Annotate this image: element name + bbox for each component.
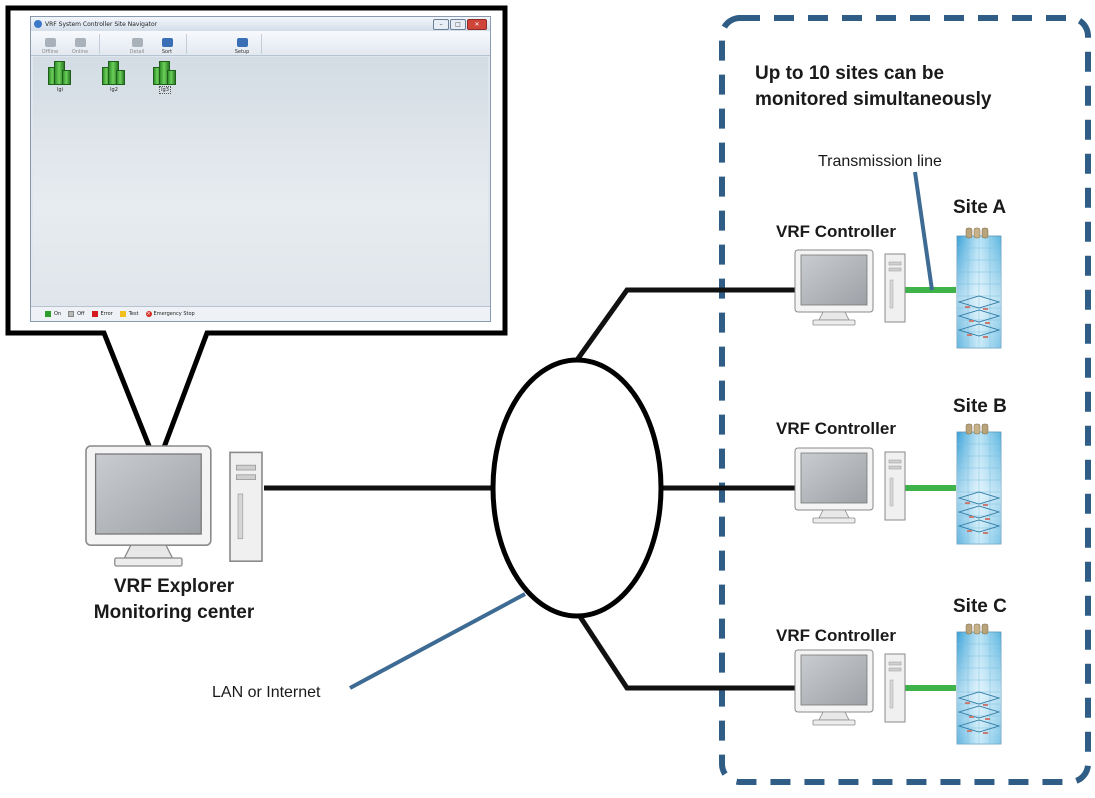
remote-note-line2: monitored simultaneously [755, 89, 992, 110]
site-b-building [956, 423, 1002, 545]
legend-test: Test [119, 311, 139, 317]
site-a-building [956, 227, 1002, 349]
sort-icon [161, 38, 173, 47]
setup-icon [236, 38, 248, 47]
sort-button[interactable]: Sort [152, 33, 182, 55]
site-icon-2[interactable]: lg2 [99, 59, 129, 93]
site-a-controller-pc [794, 249, 906, 326]
transmission-lines [903, 287, 956, 691]
transmission-line-label: Transmission line [818, 153, 942, 170]
site-c-controller-label: VRF Controller [776, 626, 896, 645]
minimize-button[interactable]: – [433, 18, 449, 30]
legend-on: On [45, 311, 61, 317]
network-lines [264, 287, 798, 691]
test-swatch [119, 311, 126, 317]
site-a-label: Site A [953, 197, 1007, 218]
monitoring-center-pc [85, 445, 263, 567]
error-swatch [91, 311, 98, 317]
emergency-stop-icon: × [145, 311, 152, 317]
window-toolbar: Offline Online Detail Sort Setup [31, 31, 490, 56]
site-b-controller-pc [794, 447, 906, 524]
site-navigator-window: VRF System Controller Site Navigator – □… [30, 16, 491, 322]
lan-pointer-line [349, 592, 526, 690]
online-button[interactable]: Online [65, 33, 95, 55]
maximize-button[interactable]: □ [450, 18, 466, 30]
remote-note-line1: Up to 10 sites can be [755, 63, 945, 84]
site-a-controller-label: VRF Controller [776, 222, 896, 241]
offline-icon [44, 38, 56, 47]
on-swatch [45, 311, 51, 317]
building-icon [153, 59, 177, 85]
site-c-building [956, 623, 1002, 745]
transmission-pointer-line [913, 171, 934, 291]
legend-error: Error [91, 311, 113, 317]
off-swatch [68, 311, 75, 317]
legend-off: Off [68, 311, 85, 317]
detail-icon [131, 38, 143, 47]
center-subtitle: Monitoring center [93, 602, 255, 623]
site-b-label: Site B [953, 396, 1007, 417]
remote-sites-boundary [719, 15, 1091, 785]
status-legend: On Off Error Test × Emergency Stop [31, 306, 490, 321]
site-icon-3[interactable]: lg3 [150, 59, 180, 94]
site-c-label: Site C [953, 596, 1007, 617]
site-c-controller-pc [794, 649, 906, 726]
offline-button[interactable]: Offline [35, 33, 65, 55]
window-titlebar: VRF System Controller Site Navigator – □… [31, 17, 490, 31]
app-icon [34, 20, 42, 28]
site-icon-area: lgi lg2 lg3 [33, 57, 488, 307]
network-cloud [490, 357, 664, 619]
online-icon [74, 38, 86, 47]
building-icon [48, 59, 72, 85]
detail-button[interactable]: Detail [122, 33, 152, 55]
close-button[interactable]: ✕ [467, 18, 487, 30]
lan-label: LAN or Internet [212, 684, 321, 701]
setup-button[interactable]: Setup [227, 33, 257, 55]
building-icon [102, 59, 126, 85]
window-title: VRF System Controller Site Navigator [45, 20, 158, 28]
site-b-controller-label: VRF Controller [776, 419, 896, 438]
site-icon-1[interactable]: lgi [45, 59, 75, 93]
center-title: VRF Explorer [113, 576, 235, 597]
legend-emergency-stop: × Emergency Stop [145, 311, 195, 317]
